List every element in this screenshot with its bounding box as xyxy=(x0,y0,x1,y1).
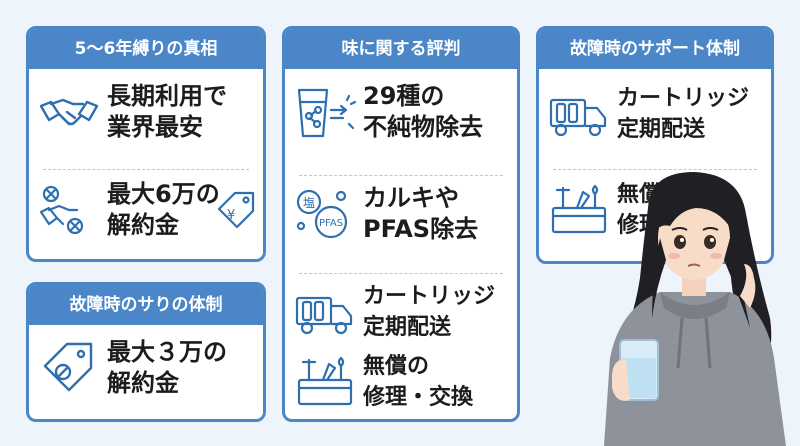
item-text: 最大３万の 解約金 xyxy=(107,338,227,397)
delivery-truck-icon xyxy=(549,98,607,137)
chlorine-pfas-icon: 塩 PFAS xyxy=(296,189,348,239)
list-item: 最大6万の 解約金 ¥ xyxy=(29,179,263,241)
list-item: 塩 PFAS カルキや PFAS除去 xyxy=(285,183,517,245)
card-title: 味に関する評判 xyxy=(285,29,517,69)
divider xyxy=(299,273,503,274)
svg-text:¥: ¥ xyxy=(227,208,235,223)
item-text: 無償の 修理・交換 xyxy=(363,354,474,410)
handshake-icon xyxy=(39,98,99,126)
divider xyxy=(43,169,249,170)
item-text: 29種の 不純物除去 xyxy=(363,82,483,141)
divider xyxy=(553,169,757,170)
card-title: 5～6年縛りの真相 xyxy=(29,29,263,69)
list-item: 長期利用で 業界最安 xyxy=(29,81,263,143)
list-item: 無償の 修理・交換 xyxy=(285,351,517,413)
card-support-system-2: 故障時のサりの体制 最大３万の 解約金 xyxy=(26,282,266,422)
list-item: カートリッジ 定期配送 xyxy=(539,83,771,145)
svg-text:塩: 塩 xyxy=(303,195,315,210)
card-contract-truth: 5～6年縛りの真相 長期利用で 業界最安 xyxy=(26,26,266,262)
toolbox-icon xyxy=(297,356,353,406)
svg-text:PFAS: PFAS xyxy=(319,218,343,229)
divider xyxy=(299,175,503,176)
card-title: 故障時のサポート体制 xyxy=(539,29,771,69)
item-text: カルキや PFAS除去 xyxy=(363,184,479,243)
delivery-truck-icon xyxy=(295,296,353,335)
card-title: 故障時のサりの体制 xyxy=(29,285,263,325)
card-taste-reputation: 味に関する評判 29種の 不純物除去 xyxy=(282,26,520,422)
yen-price-tag-icon: ¥ xyxy=(217,191,255,229)
item-text: 長期利用で 業界最安 xyxy=(107,82,227,141)
item-text: カートリッジ 定期配送 xyxy=(363,284,496,340)
water-filter-glass-icon xyxy=(297,88,357,138)
worried-woman-with-glass-icon xyxy=(604,172,786,446)
list-item: 最大３万の 解約金 xyxy=(29,337,263,399)
handshake-cross-icon xyxy=(39,185,84,235)
toolbox-icon xyxy=(551,184,607,234)
list-item: 29種の 不純物除去 xyxy=(285,81,517,143)
list-item: カートリッジ 定期配送 xyxy=(285,281,517,343)
item-text: 最大6万の 解約金 xyxy=(107,180,220,239)
price-tag-icon xyxy=(43,342,93,392)
item-text: カートリッジ 定期配送 xyxy=(617,86,750,142)
